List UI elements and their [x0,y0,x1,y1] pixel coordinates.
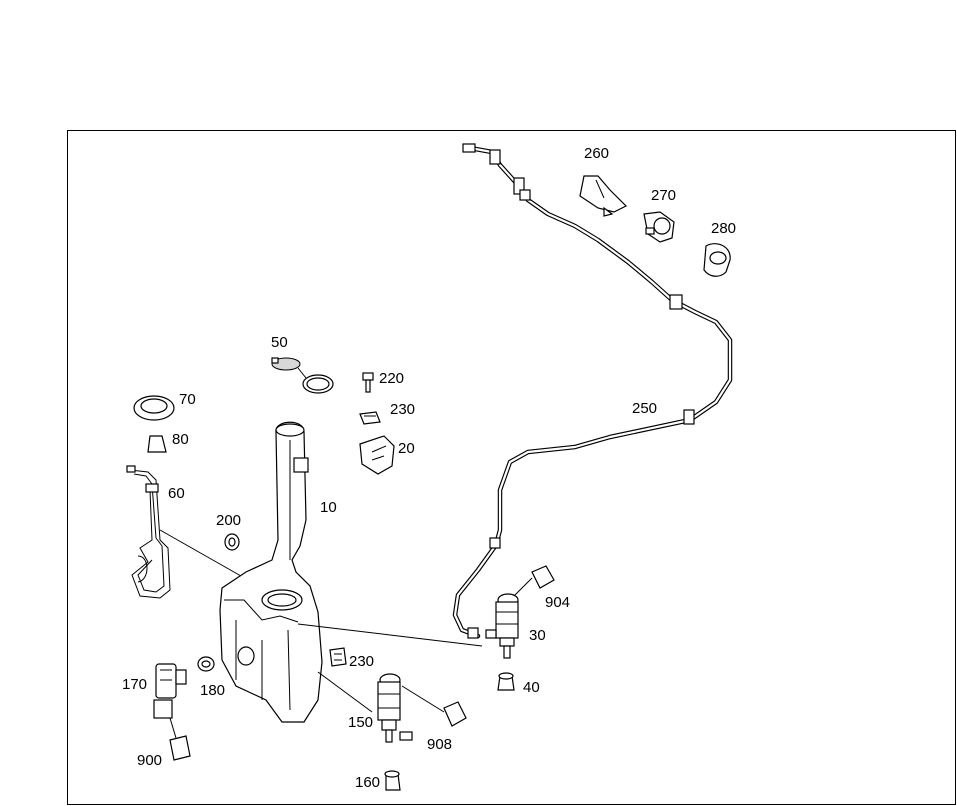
bolt-220 [362,372,374,393]
pump-30 [485,593,519,659]
label-270: 270 [651,187,676,204]
pump-150 [377,673,413,743]
label-904: 904 [545,594,570,611]
label-230-lower: 230 [349,653,374,670]
clip-280 [703,243,731,277]
sensor-170 [153,663,187,719]
cap-80 [147,435,167,453]
cap-50 [271,357,334,394]
connector-900 [169,717,191,761]
grommet-40 [497,672,515,691]
label-250: 250 [632,400,657,417]
label-260: 260 [584,145,609,162]
label-220: 220 [379,370,404,387]
washer-hose-250 [452,143,733,639]
label-30: 30 [529,627,546,644]
reservoir-10 [219,421,483,723]
connector-908 [401,685,467,727]
grommet-200 [224,533,240,551]
label-40: 40 [523,679,540,696]
label-280: 280 [711,220,736,237]
label-160: 160 [355,774,380,791]
label-230-upper: 230 [390,401,415,418]
label-80: 80 [172,431,189,448]
label-180: 180 [200,682,225,699]
grommet-70 [133,395,175,421]
label-10: 10 [320,499,337,516]
connector-904 [513,565,555,597]
label-900: 900 [137,752,162,769]
bracket-20 [359,435,395,475]
nut-230-upper [359,411,381,425]
label-150: 150 [348,714,373,731]
label-200: 200 [216,512,241,529]
clip-270 [643,211,675,243]
label-50: 50 [271,334,288,351]
label-908: 908 [427,736,452,753]
diagram-frame [67,130,956,805]
label-60: 60 [168,485,185,502]
harness-60 [126,465,249,599]
nut-230-lower [329,647,347,667]
plug-160 [384,770,401,791]
label-70: 70 [179,391,196,408]
label-20: 20 [398,440,415,457]
bracket-260 [579,175,628,217]
label-170: 170 [122,676,147,693]
plug-180 [197,656,215,672]
